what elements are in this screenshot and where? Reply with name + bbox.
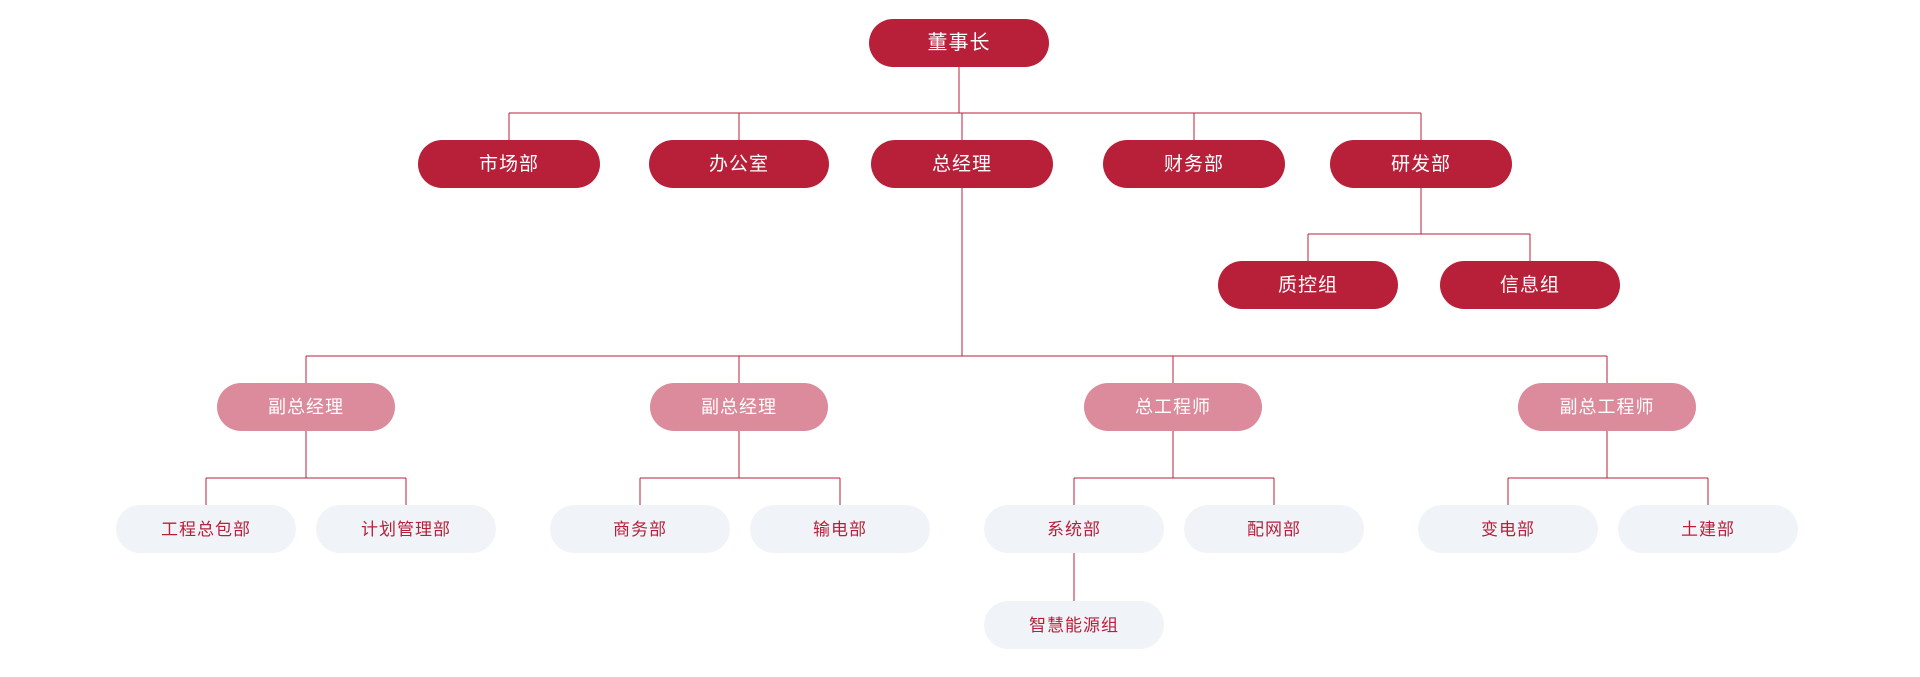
- org-node-smartenergy[interactable]: 智慧能源组: [984, 601, 1164, 649]
- org-node-label: 副总经理: [268, 397, 344, 417]
- org-node-gm[interactable]: 总经理: [871, 140, 1053, 188]
- org-node-label: 商务部: [613, 519, 667, 539]
- org-node-info[interactable]: 信息组: [1440, 261, 1620, 309]
- org-node-label: 土建部: [1681, 519, 1735, 539]
- org-node-label: 董事长: [927, 32, 991, 54]
- org-node-chiefeng[interactable]: 总工程师: [1084, 383, 1262, 431]
- org-node-epc[interactable]: 工程总包部: [116, 505, 296, 553]
- org-node-rnd[interactable]: 研发部: [1330, 140, 1512, 188]
- org-node-label: 质控组: [1277, 274, 1338, 296]
- org-node-civil[interactable]: 土建部: [1618, 505, 1798, 553]
- org-node-label: 工程总包部: [161, 519, 251, 539]
- org-node-office[interactable]: 办公室: [649, 140, 829, 188]
- org-node-distrib[interactable]: 配网部: [1184, 505, 1364, 553]
- org-node-label: 副总经理: [701, 397, 777, 417]
- org-node-label: 系统部: [1047, 519, 1101, 539]
- org-node-label: 计划管理部: [361, 519, 451, 539]
- org-node-label: 信息组: [1499, 274, 1560, 296]
- org-node-label: 输电部: [813, 519, 867, 539]
- org-node-label: 变电部: [1481, 519, 1535, 539]
- org-node-system[interactable]: 系统部: [984, 505, 1164, 553]
- org-node-qc[interactable]: 质控组: [1218, 261, 1398, 309]
- org-node-label: 研发部: [1390, 153, 1451, 175]
- org-node-label: 副总工程师: [1559, 397, 1655, 417]
- org-node-marketing[interactable]: 市场部: [418, 140, 600, 188]
- org-node-label: 财务部: [1163, 153, 1224, 175]
- org-node-dgm2[interactable]: 副总经理: [650, 383, 828, 431]
- org-node-label: 总经理: [931, 153, 992, 175]
- org-node-dgm1[interactable]: 副总经理: [217, 383, 395, 431]
- org-node-finance[interactable]: 财务部: [1103, 140, 1285, 188]
- org-node-dchiefeng[interactable]: 副总工程师: [1518, 383, 1696, 431]
- org-node-chairman[interactable]: 董事长: [869, 19, 1049, 67]
- org-node-planning[interactable]: 计划管理部: [316, 505, 496, 553]
- org-node-label: 市场部: [478, 153, 539, 175]
- org-node-transmission[interactable]: 输电部: [750, 505, 930, 553]
- org-node-label: 智慧能源组: [1029, 615, 1119, 635]
- org-node-label: 配网部: [1247, 519, 1301, 539]
- org-node-business[interactable]: 商务部: [550, 505, 730, 553]
- org-node-substation[interactable]: 变电部: [1418, 505, 1598, 553]
- org-node-label: 办公室: [708, 153, 769, 175]
- org-node-label: 总工程师: [1135, 397, 1211, 417]
